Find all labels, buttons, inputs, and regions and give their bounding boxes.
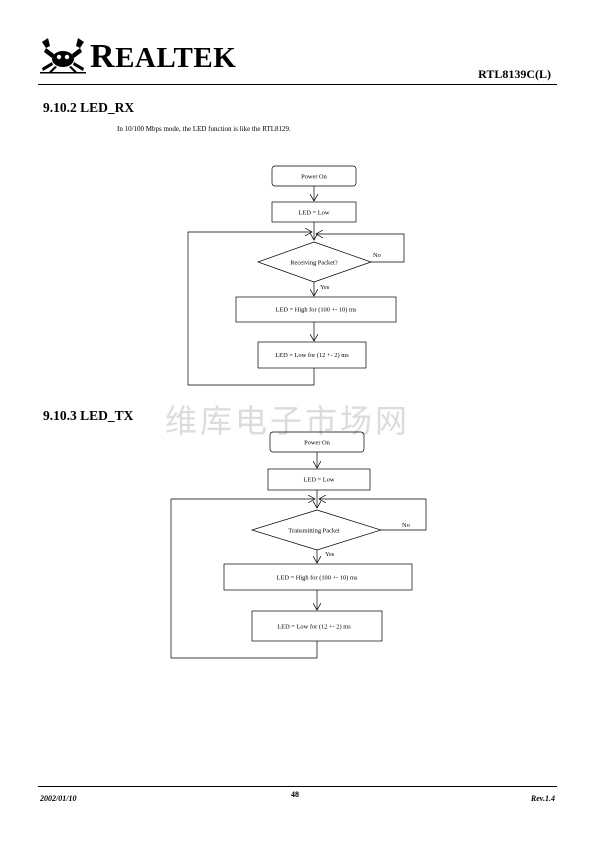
section-heading-led-tx: 9.10.3 LED_TX <box>43 408 134 423</box>
led-rx-description: In 10/100 Mbps mode, the LED function is… <box>117 125 291 133</box>
company-name-rest: EALTEK <box>115 42 237 74</box>
page-number: 48 <box>291 790 299 799</box>
rx-led-high-label: LED = High for (100 +- 10) ms <box>276 307 357 314</box>
tx-no-label: No <box>402 522 410 529</box>
tx-decision-label: Transmitting Packet <box>288 528 340 535</box>
rx-led-high-box <box>235 296 397 323</box>
revision: Rev.1.4 <box>530 794 555 803</box>
company-name-initial: R <box>90 38 116 75</box>
company-name: REALTEK <box>90 37 236 78</box>
led-tx-flowchart <box>170 431 427 659</box>
footer-divider <box>38 786 557 787</box>
part-number: RTL8139C(L) <box>478 67 551 81</box>
rx-led-low-timed-box <box>257 341 367 369</box>
rx-power-on-label: Power On <box>301 174 328 181</box>
rx-led-low-timed-label: LED = Low for (12 +- 2) ms <box>275 352 349 359</box>
crab-logo-icon <box>40 38 86 74</box>
tx-yes-label: Yes <box>325 551 335 558</box>
tx-led-low-box <box>267 468 371 491</box>
rx-led-low-label: LED = Low <box>299 210 330 217</box>
tx-led-low-timed-label: LED = Low for (12 +- 2) ms <box>277 624 351 631</box>
led-tx-flowchart-labels: Power On LED = Low Transmitting Packet N… <box>277 440 410 631</box>
tx-led-high-label: LED = High for (100 +- 10) ms <box>277 575 358 582</box>
section-heading-led-rx: 9.10.2 LED_RX <box>43 100 135 115</box>
header-divider <box>38 84 557 85</box>
realtek-logo <box>38 36 238 74</box>
footer-date: 2002/01/10 <box>40 794 77 803</box>
tx-led-low-label: LED = Low <box>304 477 335 484</box>
tx-power-on-label: Power On <box>304 440 331 447</box>
led-rx-flowchart <box>187 165 405 386</box>
rx-decision-label: Receiving Packet? <box>290 260 338 267</box>
rx-yes-label: Yes <box>320 284 330 291</box>
tx-led-high-box <box>223 563 413 591</box>
rx-no-label: No <box>373 252 381 259</box>
watermark: 维库电子市场网 <box>165 402 411 440</box>
led-rx-flowchart-labels: Power On LED = Low Receiving Packet? No … <box>275 174 381 360</box>
